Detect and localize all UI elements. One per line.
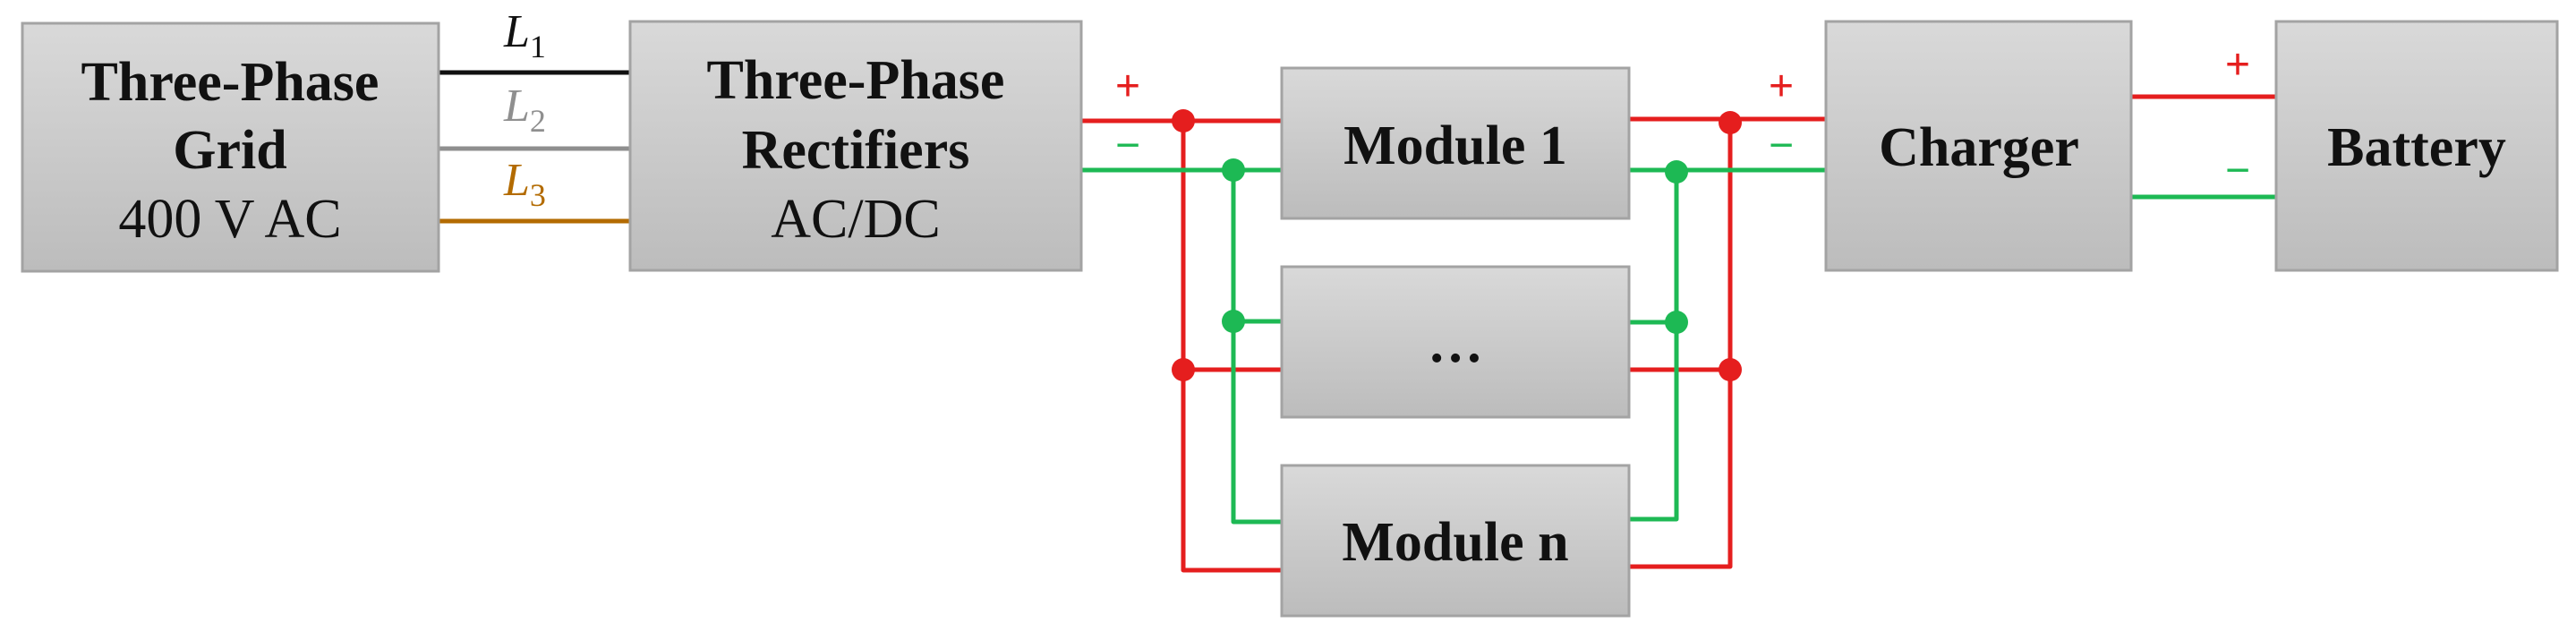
module-1-label: Module 1 [1343,115,1567,176]
charger-input-minus-sign: − [1769,122,1794,169]
negative-bus [1081,167,2276,525]
battery-minus-sign: − [2225,147,2250,194]
module-n-block: Module n [1280,464,1631,618]
phase-label-l1: L1 [503,6,546,64]
module-mid-block: … [1280,265,1631,419]
output-positive-rail [1629,119,1733,569]
junction-dot [1665,311,1688,334]
rectifier-plus-sign: + [1115,63,1140,110]
rectifier-type: AC/DC [771,189,940,250]
rectifier-title-line2: Rectifiers [742,120,970,181]
junction-dot [1172,358,1195,381]
module-n-label: Module n [1342,512,1568,573]
module-1-block: Module 1 [1280,66,1631,220]
charger-input-plus-sign: + [1769,63,1794,110]
output-negative-rail [1629,170,1679,522]
battery-label: Battery [2327,117,2506,178]
input-negative-rail [1231,170,1282,525]
junction-dot [1172,109,1195,132]
phase-label-l3: L3 [503,155,546,213]
grid-title-line1: Three-Phase [81,52,380,113]
junction-dot [1222,310,1245,333]
junction-dot [1719,358,1742,381]
rectifier-title-line1: Three-Phase [707,50,1005,111]
module-mid-label: … [1428,313,1483,374]
grid-voltage: 400 V AC [118,189,341,250]
junction-dot [1222,158,1245,182]
grid-title-line2: Grid [173,120,286,181]
battery-block: Battery [2274,20,2559,272]
battery-plus-sign: + [2225,41,2250,89]
junction-dot [1665,160,1688,183]
junction-dot [1719,111,1742,134]
grid-block: Three-Phase Grid 400 V AC [21,21,440,273]
rectifier-block: Three-Phase Rectifiers AC/DC [628,20,1083,272]
input-positive-rail [1181,121,1282,573]
phase-label-l2: L2 [503,81,546,139]
rectifier-minus-sign: − [1115,122,1140,169]
charger-block: Charger [1824,20,2133,272]
charger-label: Charger [1879,117,2079,178]
